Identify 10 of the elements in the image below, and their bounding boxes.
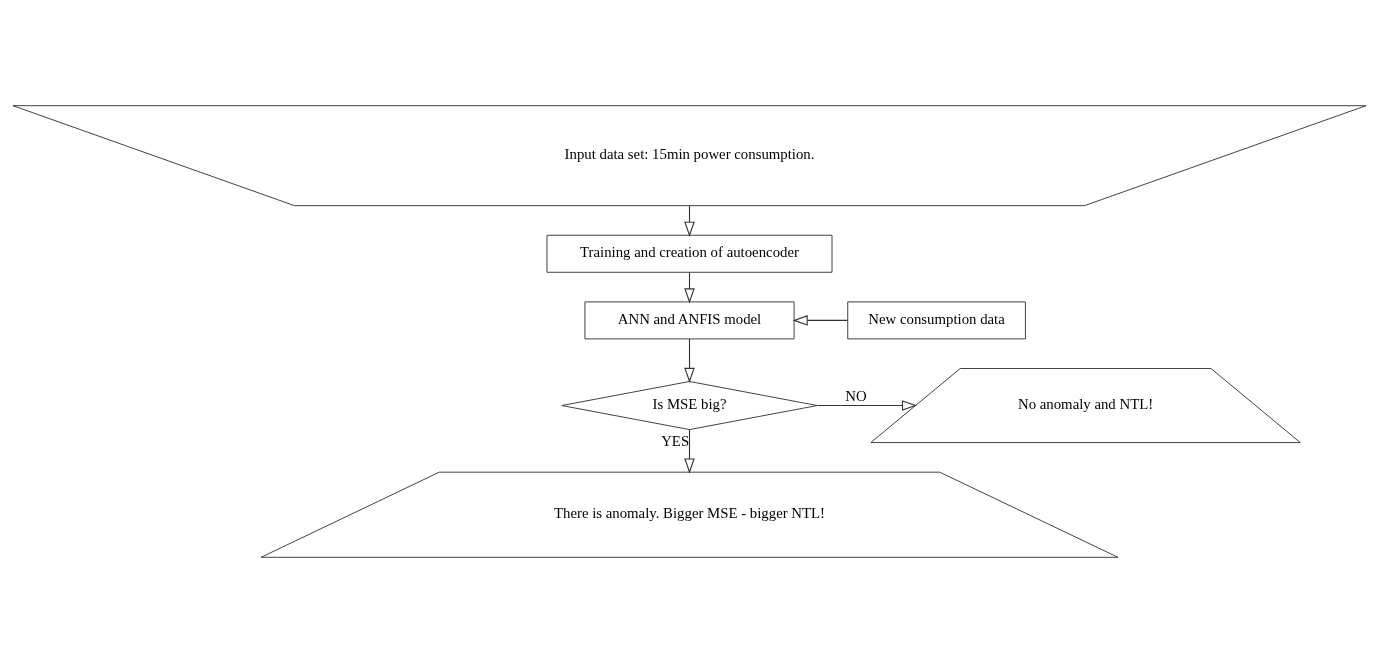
edge-label: NO	[845, 387, 867, 404]
node-box: Training and creation of autoencoder	[546, 234, 833, 273]
node-diamond: Is MSE big?	[561, 381, 818, 431]
node-box: New consumption data	[847, 301, 1026, 340]
node-box: ANN and ANFIS model	[584, 301, 795, 340]
edge-label: YES	[661, 432, 690, 449]
arrow	[684, 338, 695, 383]
arrow	[792, 315, 849, 326]
arrow	[684, 429, 695, 474]
arrow	[816, 400, 918, 411]
